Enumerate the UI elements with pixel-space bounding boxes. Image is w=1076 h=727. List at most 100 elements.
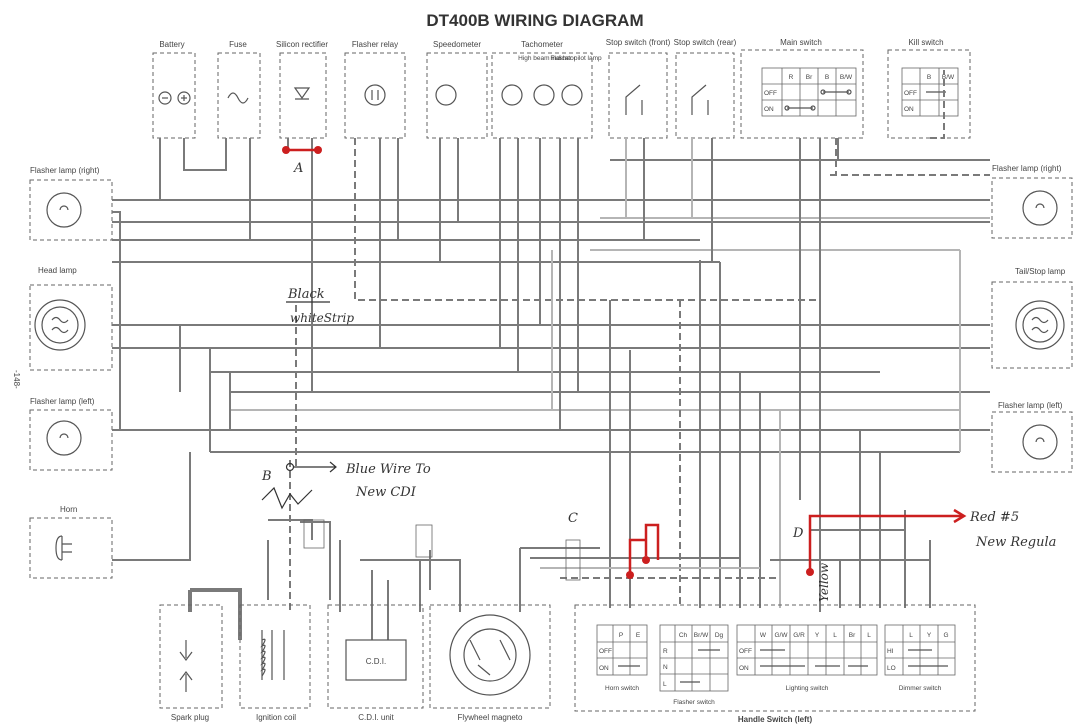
head-lamp-icon: [34, 299, 86, 351]
svg-text:N: N: [663, 664, 668, 671]
handle-switch-box: [574, 604, 976, 712]
flasher-pilot-lamp-icon: [561, 84, 583, 106]
stop-rear-switch-icon: [691, 84, 709, 115]
flasher-left-right-label: Flasher lamp (left): [998, 401, 1063, 410]
fuse-label: Fuse: [229, 40, 247, 49]
flasher-left-left-box: [29, 409, 113, 471]
flasher-relay-icon: [364, 84, 386, 106]
flasher-right-right-box: [991, 177, 1073, 239]
tail-stop-lamp-icon: [1015, 300, 1065, 350]
annotation-a-label: A: [293, 161, 303, 176]
svg-text:ON: ON: [599, 665, 609, 672]
svg-text:G: G: [943, 632, 948, 639]
svg-text:ON: ON: [739, 665, 749, 672]
svg-text:Ch: Ch: [679, 632, 688, 639]
fuse-icon: [227, 92, 249, 104]
kill-switch-box: [887, 49, 971, 139]
battery-label: Battery: [159, 40, 184, 49]
stop-front-label: Stop switch (front): [606, 38, 671, 47]
horn-switch-label: Horn switch: [605, 685, 639, 692]
svg-text:LO: LO: [887, 665, 896, 672]
svg-text:OFF: OFF: [764, 90, 777, 97]
head-lamp-label: Head lamp: [38, 266, 77, 275]
connector-cdi-b: [415, 524, 433, 558]
svg-text:B: B: [825, 74, 829, 81]
flasher-right-left-box: [29, 179, 113, 241]
svg-text:OFF: OFF: [904, 90, 917, 97]
svg-text:ON: ON: [764, 106, 774, 113]
horn-label: Horn: [60, 505, 77, 514]
diode-icon: [293, 87, 311, 100]
flywheel-magneto-icon: [449, 614, 531, 696]
annotation-b-marker: [285, 462, 295, 472]
lighting-switch-table: W G/W G/R Y L Br L OFF ON: [736, 624, 878, 676]
flasher-switch-label: Flasher switch: [673, 699, 715, 706]
annotation-a-dot-right: [314, 146, 322, 154]
cdi-inner-box: [345, 639, 407, 681]
high-beam-label: High beam indicator: [518, 55, 577, 62]
flasher-right-left-label: Flasher lamp (right): [30, 166, 100, 175]
battery-plus-icon: [177, 91, 191, 105]
horn-icon: [55, 535, 72, 561]
kill-switch-label: Kill switch: [908, 38, 943, 47]
svg-text:Y: Y: [815, 632, 820, 639]
spark-plug-icon: [179, 640, 193, 692]
svg-text:Y: Y: [927, 632, 932, 639]
annotation-c-jumper: [628, 523, 660, 575]
svg-text:B/W: B/W: [942, 74, 955, 81]
speedometer-label: Speedometer: [433, 40, 481, 49]
flasher-switch-table: Ch Br/W Dg R N L: [659, 624, 729, 692]
stop-rear-box: [675, 52, 735, 139]
cdi-unit-box: [327, 604, 424, 709]
spark-plug-box: [159, 604, 223, 709]
handle-switch-label: Handle Switch (left): [738, 715, 813, 724]
battery-minus-icon: [158, 91, 172, 105]
svg-text:OFF: OFF: [599, 648, 612, 655]
wire-network: [112, 70, 990, 640]
annotation-b-arrow: [294, 461, 337, 473]
svg-text:ON: ON: [904, 106, 914, 113]
magneto-label: Flywheel magneto: [458, 713, 523, 722]
annotation-whitestrip: whiteStrip: [290, 311, 354, 325]
annotation-c-dot-2: [642, 556, 650, 564]
svg-text:Br: Br: [849, 632, 856, 639]
svg-text:OFF: OFF: [739, 648, 752, 655]
svg-text:B: B: [927, 74, 931, 81]
annotation-blue-wire-1: Blue Wire To: [345, 462, 431, 477]
speedometer-lamp-icon: [435, 84, 457, 106]
svg-text:Dg: Dg: [715, 632, 724, 639]
annotation-red5-1: Red #5: [969, 510, 1019, 525]
svg-text:L: L: [663, 681, 667, 688]
diagram-title: DT400B WIRING DIAGRAM: [426, 11, 643, 30]
dimmer-switch-table: L Y G HI LO: [884, 624, 956, 676]
svg-text:Br: Br: [806, 74, 813, 81]
connector-cdi-a: [303, 519, 325, 549]
svg-text:B/W: B/W: [840, 74, 853, 81]
horn-box: [29, 517, 113, 579]
annotation-red5-2: New Regula: [975, 535, 1056, 550]
flasher-left-right-lamp-icon: [1022, 424, 1058, 460]
stop-front-box: [608, 52, 668, 139]
flasher-left-left-label: Flasher lamp (left): [30, 397, 95, 406]
rectifier-box: [279, 52, 327, 139]
spark-plug-label: Spark plug: [171, 713, 209, 722]
flasher-left-right-box: [991, 411, 1073, 473]
tail-stop-box: [991, 281, 1073, 369]
rectifier-label: Silicon rectifier: [276, 40, 328, 49]
annotation-d-wire: [808, 514, 962, 572]
kill-switch-table: B B/W OFF ON: [901, 67, 959, 117]
svg-text:P: P: [619, 632, 623, 639]
svg-text:Br/W: Br/W: [694, 632, 709, 639]
ignition-coil-icon: [260, 638, 266, 677]
fuse-box: [217, 52, 261, 139]
svg-text:G/W: G/W: [775, 632, 789, 639]
flasher-right-left-lamp-icon: [46, 192, 82, 228]
ignition-coil-box: [239, 604, 311, 709]
stop-rear-label: Stop switch (rear): [674, 38, 737, 47]
annotation-d-arrowhead: [953, 508, 967, 524]
magneto-box: [429, 604, 551, 709]
page-number: -148-: [12, 370, 21, 389]
svg-text:L: L: [833, 632, 837, 639]
annotation-b-label: B: [261, 469, 272, 484]
